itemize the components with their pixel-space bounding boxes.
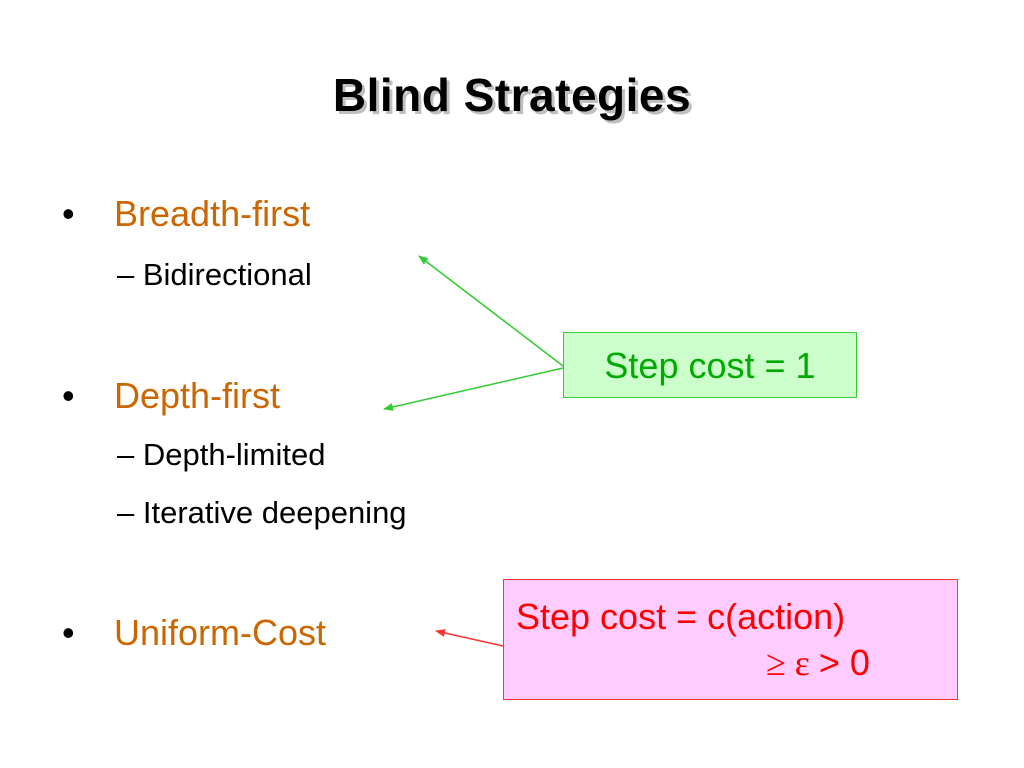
- geq-symbol: ≥: [766, 643, 786, 683]
- sub-item-depth-limited: – Depth-limited: [117, 437, 326, 472]
- bullet-depth-first: • Depth-first: [62, 376, 280, 416]
- bullet-label: Uniform-Cost: [114, 612, 327, 653]
- callout-action-cost-bound: ≥ ε > 0: [766, 642, 870, 684]
- sub-item-iterative-deepening: – Iterative deepening: [117, 495, 407, 530]
- bullet-marker: •: [62, 612, 75, 653]
- arrow-to-uniform-cost: [435, 629, 504, 647]
- slide-title: Blind Strategies: [332, 69, 692, 121]
- epsilon-symbol: ε: [794, 643, 810, 683]
- bullet-marker: •: [62, 375, 75, 416]
- bullet-marker: •: [62, 193, 75, 234]
- callout-action-cost-formula: Step cost = c(action): [516, 596, 846, 637]
- sub-item-bidirectional: – Bidirectional: [117, 257, 312, 292]
- callout-action-step-cost: Step cost = c(action) ≥ ε > 0: [503, 579, 958, 700]
- bullet-uniform-cost: • Uniform-Cost: [62, 613, 326, 653]
- arrow-to-breadth-first: [418, 255, 564, 367]
- bullet-breadth-first: • Breadth-first: [62, 194, 310, 234]
- greater-than-zero: > 0: [818, 642, 870, 683]
- arrow-to-depth-first: [383, 367, 564, 411]
- bullet-label: Depth-first: [114, 375, 281, 416]
- bullet-label: Breadth-first: [114, 193, 311, 234]
- callout-unit-step-cost: Step cost = 1: [563, 332, 857, 398]
